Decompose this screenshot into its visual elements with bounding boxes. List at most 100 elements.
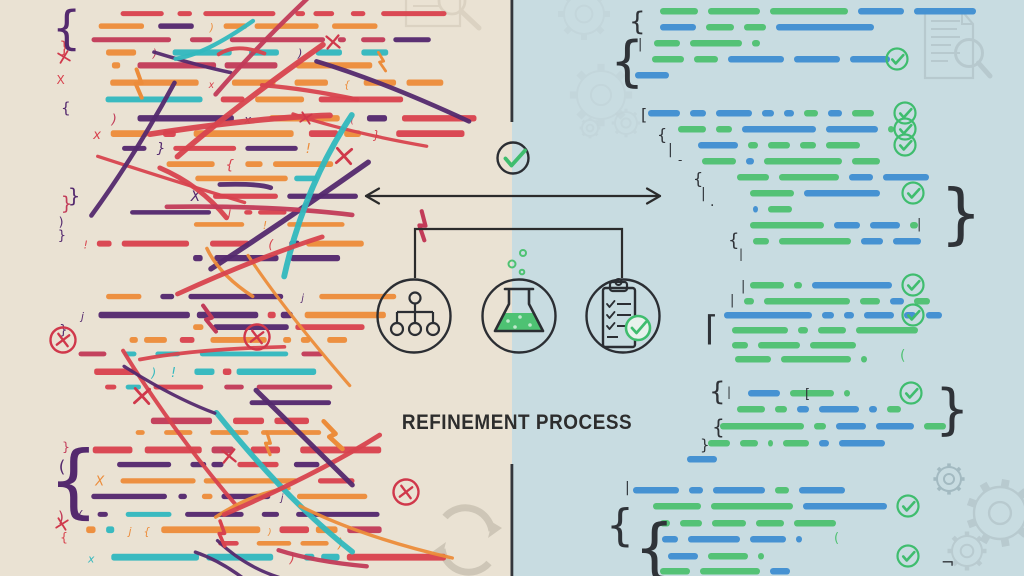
- code-line: [716, 126, 732, 133]
- code-line: [870, 222, 900, 229]
- code-line: [740, 440, 758, 447]
- code-line: [849, 174, 873, 181]
- approved-check-icon: [901, 181, 925, 205]
- check-mark: [503, 148, 527, 168]
- code-line: [220, 96, 245, 103]
- lightning-bolt-icon: [263, 430, 272, 457]
- code-line: [120, 478, 196, 484]
- code-line: [150, 417, 213, 425]
- code-line: [129, 337, 138, 343]
- code-line: [332, 23, 378, 29]
- code-line: [689, 487, 703, 494]
- document-fold: [961, 11, 973, 25]
- brace-glyph: .: [710, 194, 714, 210]
- code-line: [111, 62, 121, 69]
- code-line: [91, 493, 167, 500]
- code-line: [688, 536, 740, 543]
- code-line: [193, 255, 203, 262]
- code-line: [784, 110, 794, 117]
- scribble-stroke: [216, 46, 267, 57]
- code-line: [94, 368, 136, 375]
- code-glyph: x: [208, 80, 215, 91]
- code-glyph: {: [344, 80, 351, 91]
- gear-icon: [611, 108, 641, 138]
- code-line: [295, 11, 306, 17]
- node: [389, 321, 405, 337]
- code-line: [293, 461, 320, 468]
- code-line: [366, 115, 388, 122]
- gear-tooth: [563, 26, 572, 35]
- code-line: [144, 446, 202, 454]
- gear-tooth: [951, 535, 958, 542]
- code-line: [737, 406, 765, 413]
- code-line: [752, 40, 760, 47]
- hierarchy-icon-circle: [376, 278, 452, 354]
- code-glyph: }: [58, 229, 66, 244]
- code-line: [883, 174, 929, 181]
- brace-glyph: |: [917, 217, 921, 232]
- code-line: [687, 456, 717, 463]
- code-line: [764, 298, 850, 305]
- code-line: [236, 368, 317, 375]
- code-line: [700, 568, 760, 575]
- code-line: [211, 461, 224, 468]
- gear-tooth: [979, 481, 991, 493]
- brace-glyph: {: [48, 434, 99, 527]
- code-line: [724, 312, 812, 319]
- code-line: [105, 384, 117, 390]
- gear-tooth: [956, 486, 962, 492]
- liquid-dot: [518, 315, 522, 319]
- code-line: [111, 553, 199, 561]
- check-circle: [896, 544, 920, 568]
- code-line: [746, 158, 754, 165]
- code-line: [690, 110, 706, 117]
- code-line: [106, 49, 137, 56]
- code-line: [250, 446, 281, 454]
- approved-check-icon: [893, 133, 917, 157]
- code-line: [256, 384, 333, 390]
- gear-tooth: [632, 111, 638, 117]
- lightning-bolt-icon: [321, 418, 345, 452]
- code-line: [193, 222, 245, 227]
- code-glyph: }: [68, 185, 81, 208]
- check-circle: [893, 133, 917, 157]
- magnifier-lens: [954, 38, 984, 68]
- code-glyph: j: [279, 493, 284, 504]
- rejected-x: [249, 329, 265, 345]
- code-glyph: (: [59, 457, 66, 477]
- brace-glyph: [: [641, 105, 647, 124]
- code-glyph: !: [263, 219, 267, 232]
- code-glyph: X: [190, 189, 201, 205]
- code-glyph: {: [60, 530, 68, 545]
- scribble-stroke: [89, 80, 177, 218]
- gear-tooth: [936, 466, 942, 472]
- code-line: [91, 37, 172, 43]
- tree-lines: [395, 303, 435, 323]
- gear-hub: [942, 472, 956, 486]
- x-mark-icon: [55, 517, 69, 531]
- code-line: [361, 49, 389, 56]
- scribble-stroke: [213, 409, 356, 555]
- code-line: [125, 384, 142, 390]
- scribble-stroke: [281, 112, 355, 280]
- gear-tooth: [966, 497, 977, 508]
- rejected-circle: [49, 326, 77, 354]
- code-glyph: ): [58, 508, 64, 526]
- page-title: REFINEMENT PROCESS: [402, 411, 632, 434]
- code-line: [706, 24, 734, 31]
- gear-icon: [947, 531, 987, 571]
- code-glyph: {: [225, 157, 234, 173]
- lightning-bolt-icon: [201, 303, 218, 334]
- brace-glyph: ¬: [941, 553, 954, 572]
- approved-check-icon: [901, 303, 925, 327]
- code-line: [199, 351, 289, 357]
- code-glyph: (: [78, 508, 83, 522]
- code-glyph: (: [351, 117, 355, 127]
- code-line: [753, 238, 769, 245]
- code-line: [350, 11, 366, 17]
- code-line: [406, 79, 444, 86]
- code-line: [926, 312, 942, 319]
- code-line: [712, 520, 746, 527]
- code-line: [770, 8, 848, 15]
